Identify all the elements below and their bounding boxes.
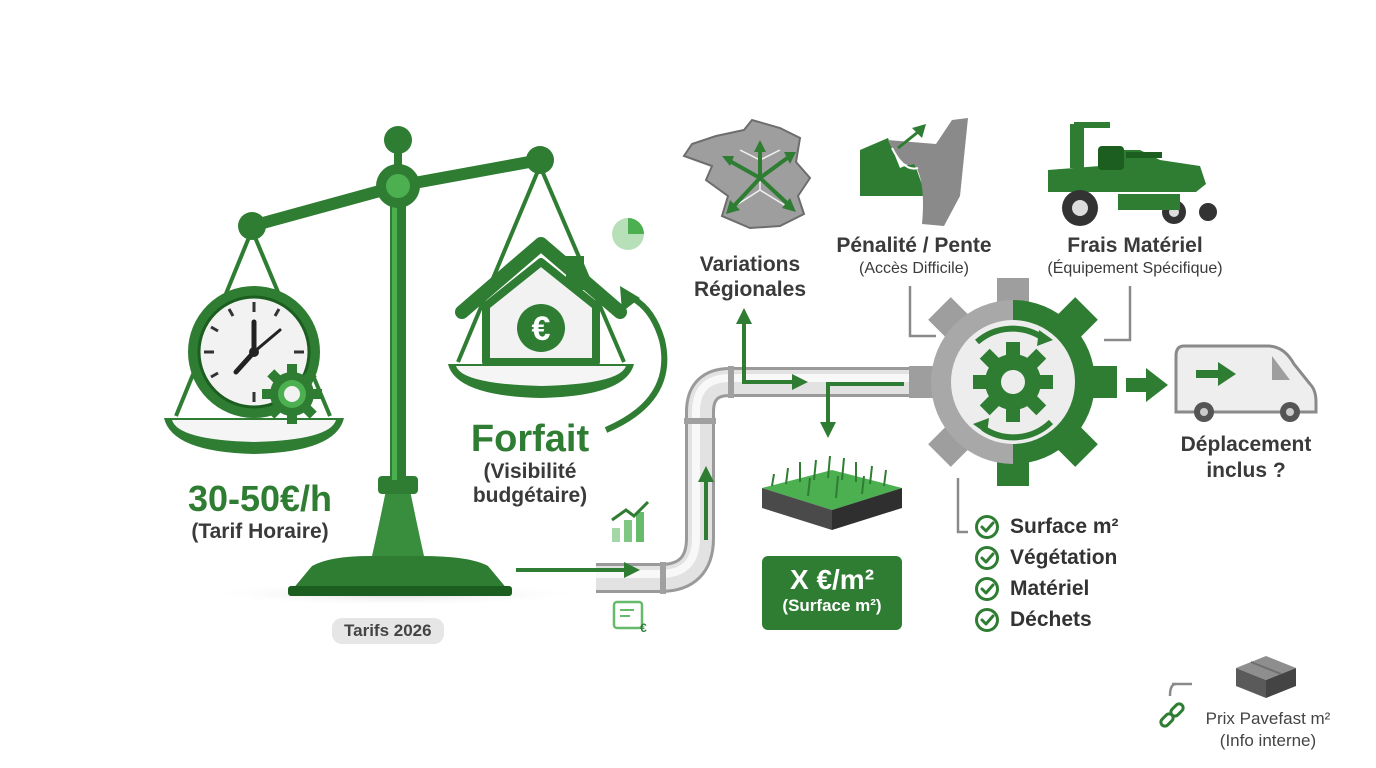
checklist-item: Matériel (974, 576, 1089, 602)
travel-label-line1: Déplacement (1180, 433, 1312, 456)
surface-price-value: X €/m² (789, 564, 875, 595)
checklist-item: Végétation (974, 545, 1117, 571)
paving-stone-icon (1236, 656, 1296, 698)
forfait-subtitle: (Visibilité budgétaire) (440, 460, 620, 508)
arrow-to-van (1126, 368, 1168, 402)
pipe-network (596, 366, 912, 594)
svg-text:€: € (532, 310, 551, 348)
invoice-euro-icon: € (612, 600, 647, 635)
check-icon (975, 577, 999, 601)
equipment-title: Frais Matériel (1067, 234, 1203, 257)
pavefast-label-line2: (Info interne) (1219, 731, 1317, 750)
year-badge: Tarifs 2026 (332, 618, 444, 644)
checklist-item-label: Déchets (1010, 608, 1092, 631)
equipment-subtitle: (Équipement Spécifique) (1047, 260, 1223, 277)
slope-subtitle: (Accès Difficile) (859, 260, 969, 277)
pavefast-label-line1: Prix Pavefast m² (1205, 709, 1331, 728)
van-icon (1174, 344, 1318, 422)
link-icon (1159, 702, 1185, 728)
balance-scale-icon (164, 126, 634, 606)
connector-lines (908, 286, 1192, 697)
house-euro-icon: € (455, 237, 627, 366)
checklist-item-label: Végétation (1010, 546, 1118, 569)
france-map-icon (682, 118, 812, 230)
checklist-item-label: Matériel (1010, 577, 1090, 600)
bar-chart-icon (611, 500, 650, 542)
slope-title: Pénalité / Pente (836, 234, 992, 257)
slope-icon (860, 118, 968, 226)
regional-label-line1: Variations (699, 253, 801, 276)
grass-tile-icon (762, 455, 902, 530)
refresh-arrow-icon (604, 286, 668, 433)
travel-label: Déplacement inclus ? (1166, 432, 1326, 484)
checklist-item: Surface m² (974, 514, 1119, 540)
forfait-title: Forfait (470, 418, 590, 460)
check-icon (975, 608, 999, 632)
big-gear-icon (909, 278, 1117, 486)
forfait-subtitle-line2: budgétaire) (472, 484, 588, 507)
hourly-rate-label: (Tarif Horaire) (191, 520, 329, 543)
check-icon (975, 546, 999, 570)
tractor-mower-icon (1048, 122, 1217, 226)
hourly-rate-value: 30-50€/h (187, 478, 333, 519)
flow-arrows (516, 308, 904, 578)
checklist-item: Déchets (974, 607, 1092, 633)
surface-price-label: (Surface m²) (782, 596, 882, 615)
check-icon (975, 515, 999, 539)
travel-label-line2: inclus ? (1206, 459, 1286, 482)
regional-label: Variations Régionales (680, 252, 820, 302)
small-gear-icon (262, 364, 322, 424)
pie-chart-icon (612, 218, 644, 250)
svg-text:€: € (640, 621, 647, 635)
checklist-item-label: Surface m² (1010, 515, 1119, 538)
pavefast-label: Prix Pavefast m² (Info interne) (1188, 708, 1348, 752)
surface-price-box: X €/m² (Surface m²) (762, 556, 902, 630)
forfait-subtitle-line1: (Visibilité (483, 460, 577, 483)
regional-label-line2: Régionales (693, 278, 807, 301)
